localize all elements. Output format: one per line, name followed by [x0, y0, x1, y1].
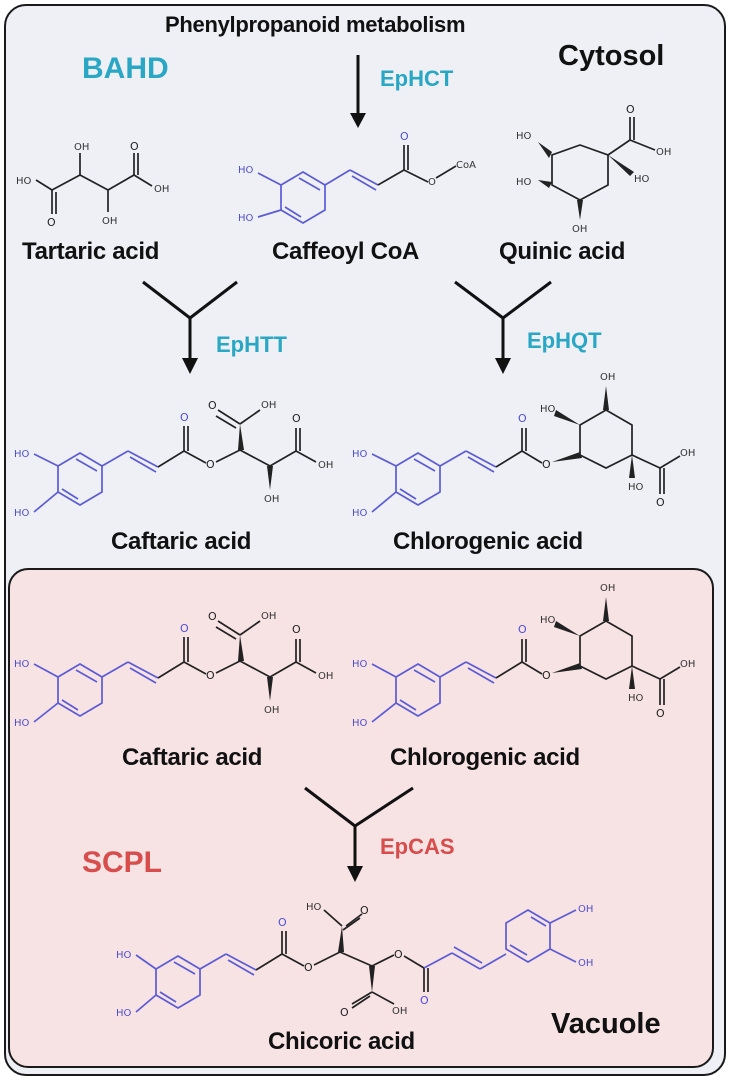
chlorogenic-acid-vacuole-label: Chlorogenic acid: [390, 744, 580, 771]
svg-text:O: O: [626, 103, 635, 116]
cytosol-label: Cytosol: [558, 40, 665, 72]
svg-text:OH: OH: [392, 1006, 407, 1017]
tartaric-acid-structure: HO O OH OH O OH: [16, 140, 169, 229]
svg-text:CoA: CoA: [456, 160, 476, 171]
svg-text:OH: OH: [261, 611, 276, 622]
svg-text:HO: HO: [16, 176, 32, 187]
chlorogenic-acid-label: Chlorogenic acid: [393, 528, 583, 555]
svg-text:HO: HO: [628, 693, 644, 704]
phenylpropanoid-metabolism-label: Phenylpropanoid metabolism: [165, 12, 466, 37]
vacuole-compartment: [8, 568, 714, 1068]
svg-text:O: O: [304, 961, 313, 974]
svg-text:O: O: [656, 707, 665, 720]
svg-text:O: O: [206, 669, 215, 682]
svg-text:HO: HO: [14, 508, 30, 519]
svg-text:O: O: [428, 177, 436, 188]
svg-text:O: O: [420, 994, 429, 1007]
svg-text:OH: OH: [656, 147, 671, 158]
svg-text:O: O: [278, 916, 287, 929]
chlorogenic-acid-structure: HO HO O O HO OH O OH HO: [352, 372, 695, 519]
svg-text:O: O: [292, 412, 301, 425]
svg-text:OH: OH: [318, 671, 333, 682]
svg-text:OH: OH: [318, 460, 333, 471]
caffeoyl-coa-label: Caffeoyl CoA: [272, 238, 420, 265]
svg-text:HO: HO: [306, 902, 322, 913]
svg-text:O: O: [206, 458, 215, 471]
svg-text:OH: OH: [261, 400, 276, 411]
svg-text:OH: OH: [680, 448, 695, 459]
svg-text:O: O: [208, 610, 217, 623]
svg-text:O: O: [400, 130, 409, 143]
svg-text:O: O: [518, 623, 527, 636]
svg-text:HO: HO: [540, 615, 556, 626]
epcas-enzyme-label: EpCAS: [380, 834, 455, 859]
arrow-epcas-merge: [304, 786, 414, 882]
svg-text:HO: HO: [634, 174, 650, 185]
svg-text:HO: HO: [352, 718, 368, 729]
svg-text:HO: HO: [352, 449, 368, 460]
svg-text:OH: OH: [74, 142, 89, 153]
arrow-ephtt-merge: [142, 280, 238, 374]
svg-text:OH: OH: [600, 583, 615, 594]
caftaric-acid-structure: HO HO O O O OH OH O OH: [14, 399, 333, 519]
svg-text:HO: HO: [516, 131, 532, 142]
svg-text:O: O: [340, 1006, 349, 1019]
caftaric-acid-vacuole-structure: HO HO O O O OH OH O OH: [14, 610, 333, 729]
scpl-family-label: SCPL: [82, 846, 163, 879]
svg-text:O: O: [130, 140, 139, 153]
caftaric-acid-vacuole-label: Caftaric acid: [122, 744, 263, 771]
caftaric-acid-label: Caftaric acid: [111, 528, 252, 555]
chicoric-acid-label: Chicoric acid: [268, 1028, 415, 1055]
svg-text:OH: OH: [578, 904, 593, 915]
svg-text:O: O: [518, 412, 527, 425]
arrow-phenylpropanoid-to-caffeoyl-coa: [350, 55, 366, 128]
quinic-acid-label: Quinic acid: [499, 238, 626, 265]
svg-text:OH: OH: [154, 184, 169, 195]
svg-text:HO: HO: [116, 1008, 132, 1019]
svg-text:OH: OH: [600, 372, 615, 383]
chlorogenic-acid-vacuole-structure: HO HO O O HO OH O OH HO: [352, 583, 695, 729]
svg-text:HO: HO: [238, 165, 254, 176]
svg-text:O: O: [394, 948, 403, 961]
svg-text:HO: HO: [628, 482, 644, 493]
bahd-family-label: BAHD: [82, 52, 169, 85]
svg-text:HO: HO: [14, 449, 30, 460]
svg-text:O: O: [542, 669, 551, 682]
arrow-ephqt-merge: [454, 280, 552, 374]
svg-text:O: O: [542, 458, 551, 471]
caffeoyl-coa-structure: HO HO O O CoA: [238, 130, 476, 224]
ephct-enzyme-label: EpHCT: [380, 66, 454, 91]
svg-text:O: O: [656, 496, 665, 509]
svg-text:O: O: [360, 904, 369, 917]
svg-text:OH: OH: [264, 705, 279, 716]
svg-text:O: O: [47, 216, 56, 229]
ephqt-enzyme-label: EpHQT: [527, 328, 602, 353]
svg-text:HO: HO: [14, 659, 30, 670]
svg-text:OH: OH: [264, 494, 279, 505]
svg-text:HO: HO: [14, 718, 30, 729]
quinic-acid-structure: HO HO OH O OH HO: [516, 103, 671, 235]
svg-text:HO: HO: [352, 659, 368, 670]
svg-text:O: O: [292, 623, 301, 636]
svg-text:O: O: [180, 411, 189, 424]
svg-text:OH: OH: [102, 216, 117, 227]
svg-text:HO: HO: [540, 404, 556, 415]
svg-text:HO: HO: [352, 508, 368, 519]
svg-text:OH: OH: [572, 224, 587, 235]
ephtt-enzyme-label: EpHTT: [216, 332, 287, 357]
tartaric-acid-label: Tartaric acid: [22, 238, 160, 265]
vacuole-label: Vacuole: [551, 1008, 661, 1040]
svg-text:O: O: [208, 399, 217, 412]
svg-text:OH: OH: [680, 659, 695, 670]
svg-text:HO: HO: [516, 177, 532, 188]
chicoric-acid-structure: HO HO O O O HO O OH O O: [116, 902, 593, 1019]
svg-text:OH: OH: [578, 958, 593, 969]
svg-text:HO: HO: [116, 950, 132, 961]
svg-text:HO: HO: [238, 213, 254, 224]
svg-text:O: O: [180, 622, 189, 635]
